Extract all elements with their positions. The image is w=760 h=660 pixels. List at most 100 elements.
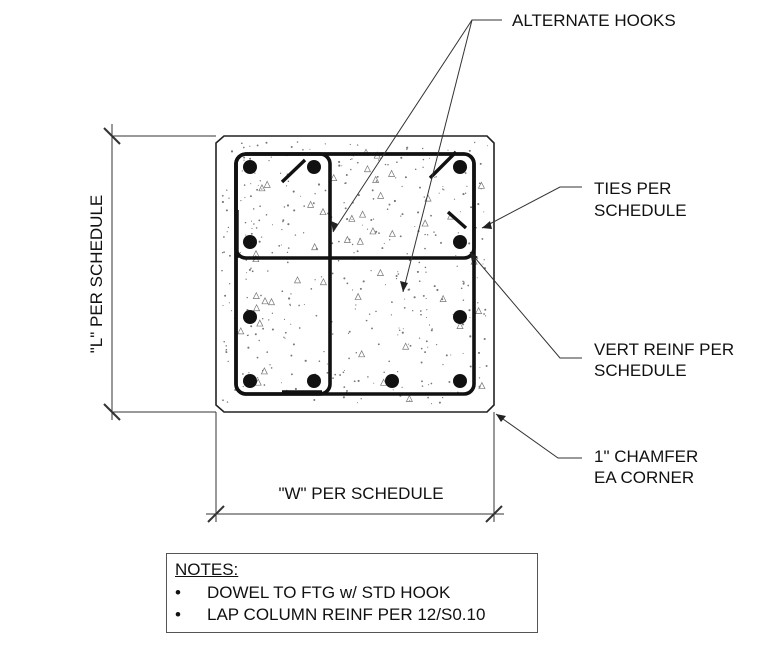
stipple-dot bbox=[226, 231, 228, 233]
stipple-dot bbox=[226, 189, 228, 191]
stipple-dot bbox=[468, 242, 471, 245]
stipple-dot bbox=[342, 371, 345, 374]
rebar bbox=[307, 374, 321, 388]
stipple-dot bbox=[420, 347, 423, 350]
stipple-dot bbox=[413, 296, 416, 299]
stipple-dot bbox=[280, 244, 282, 246]
stipple-triangle bbox=[369, 227, 377, 235]
stipple-dot bbox=[442, 364, 444, 366]
stipple-dot bbox=[428, 324, 431, 326]
stipple-dot bbox=[401, 185, 403, 188]
stipple-triangle bbox=[348, 214, 356, 222]
stipple-dot bbox=[353, 380, 356, 383]
stipple-dot bbox=[398, 329, 401, 331]
stipple-triangle bbox=[354, 292, 362, 300]
stipple-dot bbox=[344, 182, 347, 184]
stipple-dot bbox=[351, 218, 353, 221]
stipple-dot bbox=[223, 251, 225, 253]
stipple-triangle bbox=[388, 169, 396, 177]
ties bbox=[234, 152, 476, 396]
stipple-triangle bbox=[293, 276, 302, 284]
stipple-dot bbox=[469, 317, 471, 319]
stipple-dot bbox=[445, 354, 448, 357]
stipple-dot bbox=[424, 233, 426, 236]
stipple-dot bbox=[399, 235, 402, 238]
stipple-dot bbox=[396, 370, 399, 373]
stipple-triangle bbox=[372, 175, 380, 183]
stipple-dot bbox=[464, 172, 467, 174]
stipple-dot bbox=[223, 340, 225, 343]
stipple-dot bbox=[409, 400, 411, 401]
stipple-dot bbox=[252, 208, 255, 210]
stipple-dot bbox=[356, 250, 359, 253]
stipple-dot bbox=[483, 211, 485, 213]
stipple-dot bbox=[290, 146, 293, 148]
stipple-dot bbox=[370, 269, 372, 272]
stipple-dot bbox=[457, 232, 459, 234]
stipple-dot bbox=[441, 396, 444, 399]
stipple-dot bbox=[403, 307, 406, 309]
stipple-dot bbox=[365, 319, 368, 322]
stipple-dot bbox=[478, 182, 481, 185]
stipple-dot bbox=[241, 170, 243, 172]
stipple-dot bbox=[294, 234, 297, 236]
stipple-dot bbox=[254, 333, 257, 336]
stipple-dot bbox=[271, 328, 274, 331]
stipple-dot bbox=[320, 276, 323, 278]
stipple-dot bbox=[467, 284, 470, 287]
rebar bbox=[453, 374, 467, 388]
stipple-dot bbox=[248, 268, 251, 271]
stipple-dot bbox=[300, 195, 302, 197]
stipple-dot bbox=[400, 156, 403, 159]
stipple-dot bbox=[244, 197, 246, 199]
stipple-dot bbox=[228, 254, 231, 257]
stipple-dot bbox=[459, 211, 461, 213]
stipple-dot bbox=[294, 387, 297, 391]
stipple-dot bbox=[271, 312, 274, 314]
stipple-dot bbox=[261, 317, 264, 320]
stipple-dot bbox=[255, 227, 258, 229]
stipple-dot bbox=[422, 158, 425, 161]
stipple-dot bbox=[243, 159, 245, 161]
stipple-dot bbox=[221, 269, 223, 272]
stipple-dot bbox=[484, 315, 487, 317]
stipple-dot bbox=[302, 232, 305, 234]
stipple-dot bbox=[290, 373, 293, 376]
hook-top-left bbox=[280, 158, 307, 184]
stipple-dot bbox=[334, 373, 337, 376]
stipple-dot bbox=[367, 376, 369, 378]
stipple-dot bbox=[349, 143, 351, 146]
hook-right bbox=[446, 210, 468, 230]
stipple-dot bbox=[434, 234, 437, 236]
stipple-dot bbox=[377, 343, 380, 346]
vert-reinf-label-line1: VERT REINF PER bbox=[594, 340, 734, 359]
stipple-dot bbox=[395, 177, 397, 179]
stipple-dot bbox=[435, 176, 437, 178]
stipple-dot bbox=[421, 147, 424, 150]
rebar bbox=[385, 374, 399, 388]
stipple-dot bbox=[377, 159, 380, 161]
stipple-triangle bbox=[256, 319, 264, 327]
stipple-dot bbox=[357, 379, 360, 382]
stipple-dot bbox=[428, 157, 430, 159]
stipple-dot bbox=[270, 367, 273, 369]
stipple-dot bbox=[283, 336, 285, 338]
rebar bbox=[243, 235, 257, 249]
stipple-dot bbox=[422, 294, 425, 297]
stipple-dot bbox=[292, 343, 295, 346]
stipple-triangle bbox=[237, 327, 245, 335]
stipple-dot bbox=[242, 146, 245, 149]
stipple-dot bbox=[259, 205, 261, 208]
stipple-triangle bbox=[252, 291, 260, 299]
stipple-dot bbox=[269, 364, 271, 366]
stipple-dot bbox=[222, 399, 224, 402]
stipple-dot bbox=[225, 209, 228, 212]
stipple-dot bbox=[383, 371, 385, 374]
stipple-dot bbox=[226, 401, 229, 403]
chamfer-label-line1: 1" CHAMFER bbox=[594, 447, 698, 466]
stipple-dot bbox=[326, 363, 328, 365]
ties-leader bbox=[481, 186, 582, 229]
stipple-triangle bbox=[311, 242, 319, 251]
stipple-dot bbox=[265, 141, 268, 144]
stipple-dot bbox=[428, 384, 430, 386]
